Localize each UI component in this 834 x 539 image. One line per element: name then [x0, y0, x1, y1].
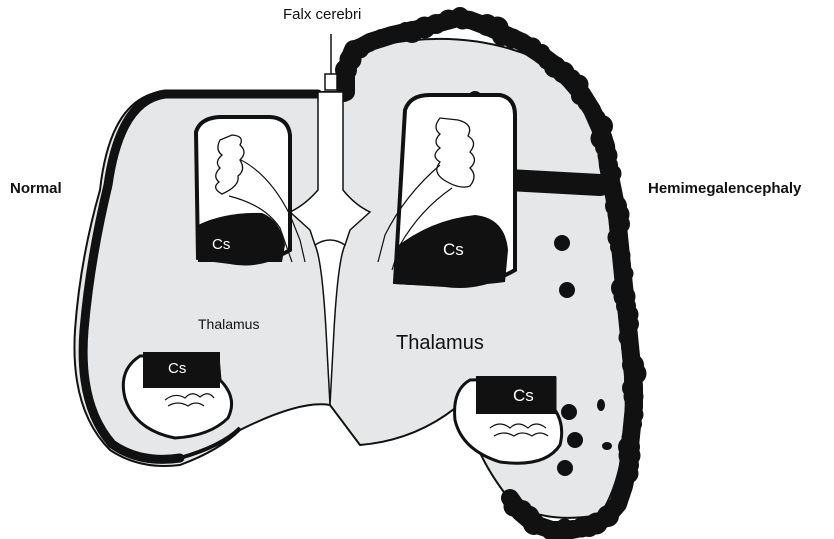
caudate-upper-right-label: Cs	[443, 240, 464, 260]
caudate-lower-left-label: Cs	[168, 360, 186, 377]
cortex-bump	[556, 519, 574, 537]
caudate-upper-left-label: Cs	[212, 236, 230, 253]
hemimegalencephaly-side-label: Hemimegalencephaly	[648, 180, 801, 197]
falx-cerebri	[325, 34, 337, 90]
normal-side-label: Normal	[10, 180, 62, 197]
falx-cerebri-label: Falx cerebri	[283, 6, 361, 23]
caudate-lower-right-label: Cs	[513, 386, 534, 406]
hemi-cortex-band	[508, 180, 600, 185]
cortex-bump	[504, 497, 524, 517]
thalamus-left-label: Thalamus	[198, 316, 259, 332]
thalamus-right-label: Thalamus	[396, 332, 484, 355]
